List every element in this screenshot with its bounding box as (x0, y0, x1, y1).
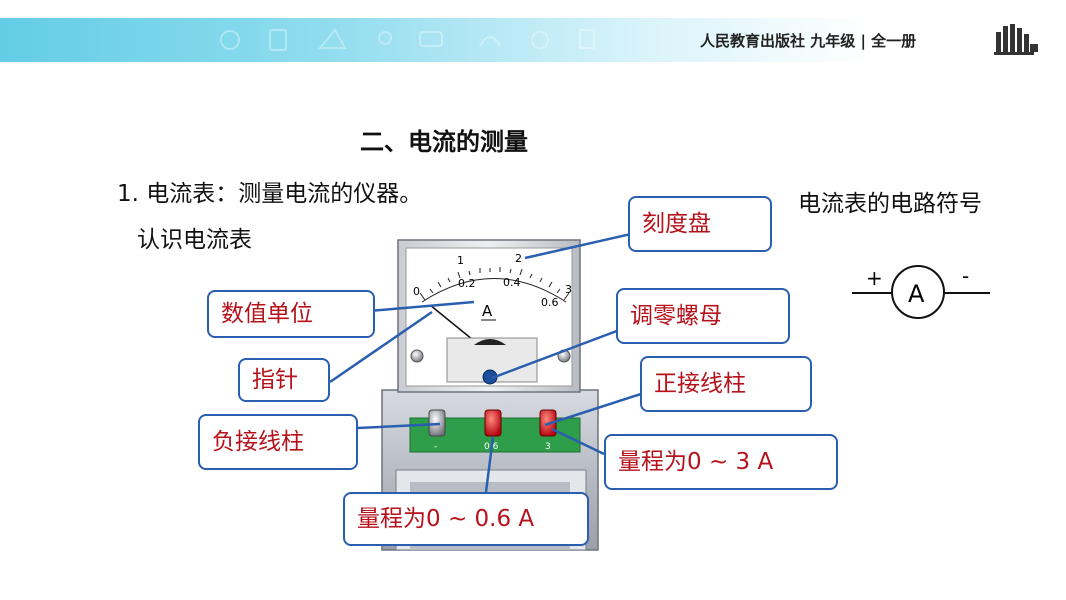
symbol-minus: - (962, 264, 969, 288)
callout-range-3: 量程为0 ~ 3 A (604, 434, 838, 490)
callout-negative: 负接线柱 (198, 414, 358, 470)
scale-bottom-04: 0.4 (503, 276, 521, 289)
terminal-label-negative: - (434, 442, 437, 452)
callout-pointer: 指针 (238, 358, 330, 402)
header-band (0, 18, 1066, 62)
ammeter-symbol (852, 265, 990, 319)
scale-top-2: 2 (515, 252, 522, 265)
scale-top-1: 1 (457, 254, 464, 267)
callout-positive: 正接线柱 (640, 356, 812, 412)
callout-range-06: 量程为0 ~ 0.6 A (343, 492, 589, 546)
book-logo-icon (994, 24, 1038, 55)
callout-dial: 刻度盘 (628, 196, 772, 252)
callout-connectors (329, 230, 645, 493)
callout-unit: 数值单位 (207, 290, 375, 338)
unit-letter: A (482, 302, 493, 320)
symbol-title: 电流表的电路符号 (798, 191, 982, 217)
ammeter-definition: 1. 电流表：测量电流的仪器。 (117, 181, 423, 207)
symbol-letter: A (908, 280, 925, 308)
scale-top-3: 3 (565, 283, 572, 296)
scale-bottom-02: 0.2 (458, 277, 476, 290)
section-title: 二、电流的测量 (360, 128, 528, 156)
scale-bottom-06: 0.6 (541, 296, 559, 309)
callout-zero-knob: 调零螺母 (616, 288, 790, 344)
header-decoration-icons (220, 28, 595, 51)
publisher-label: 人民教育出版社 九年级 | 全一册 (700, 32, 917, 50)
scale-zero: 0 (413, 285, 420, 298)
symbol-plus: + (866, 266, 883, 290)
terminal-label-3: 3 (545, 442, 551, 452)
know-ammeter-label: 认识电流表 (137, 227, 252, 253)
ammeter-face (397, 239, 581, 393)
